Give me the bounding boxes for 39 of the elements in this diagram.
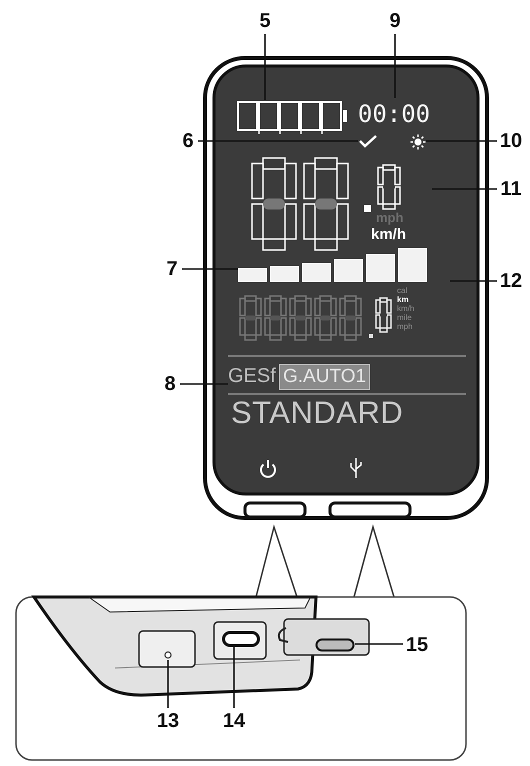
mode-indicator: G.AUTO1 <box>279 364 370 390</box>
callout-number: 5 <box>255 8 275 34</box>
light-icon <box>410 134 426 150</box>
leader-line <box>198 140 358 142</box>
leader-line <box>426 140 497 142</box>
callout-number: 7 <box>162 256 182 282</box>
leader-line <box>450 280 497 282</box>
callout-number: 9 <box>385 8 405 34</box>
callout-number: 14 <box>220 708 248 732</box>
unit-label: mph <box>397 322 413 331</box>
mode-name: STANDARD <box>231 396 404 430</box>
unit-label: km <box>397 295 409 304</box>
usb-port <box>222 631 260 647</box>
charging-port <box>315 638 355 652</box>
unit-label: km/h <box>371 226 406 243</box>
mode-text: GESf <box>228 363 276 389</box>
clock-readout: 00:00 <box>350 98 438 130</box>
leader-line <box>432 188 497 190</box>
assist-level-bars <box>238 246 430 284</box>
callout-number: 11 <box>497 176 525 202</box>
leader-line <box>180 383 228 385</box>
callout-number: 10 <box>497 128 525 154</box>
leader-line <box>233 647 235 708</box>
callout-number: 12 <box>497 268 525 294</box>
callout-number: 13 <box>154 708 182 732</box>
leader-line <box>394 34 396 98</box>
unit-label: cal <box>397 286 408 295</box>
leader-line <box>182 268 238 270</box>
leader-line <box>167 660 169 708</box>
battery-level-icon <box>236 100 348 136</box>
unit-label: mile <box>397 313 412 322</box>
callout-number: 15 <box>403 632 431 656</box>
leader-line <box>355 643 403 645</box>
callout-number: 8 <box>160 371 180 397</box>
unit-label: km/h <box>397 304 414 313</box>
checkmark-icon <box>358 134 378 148</box>
leader-line <box>264 34 266 100</box>
reset-hole <box>163 650 173 660</box>
callout-number: 6 <box>178 128 198 154</box>
